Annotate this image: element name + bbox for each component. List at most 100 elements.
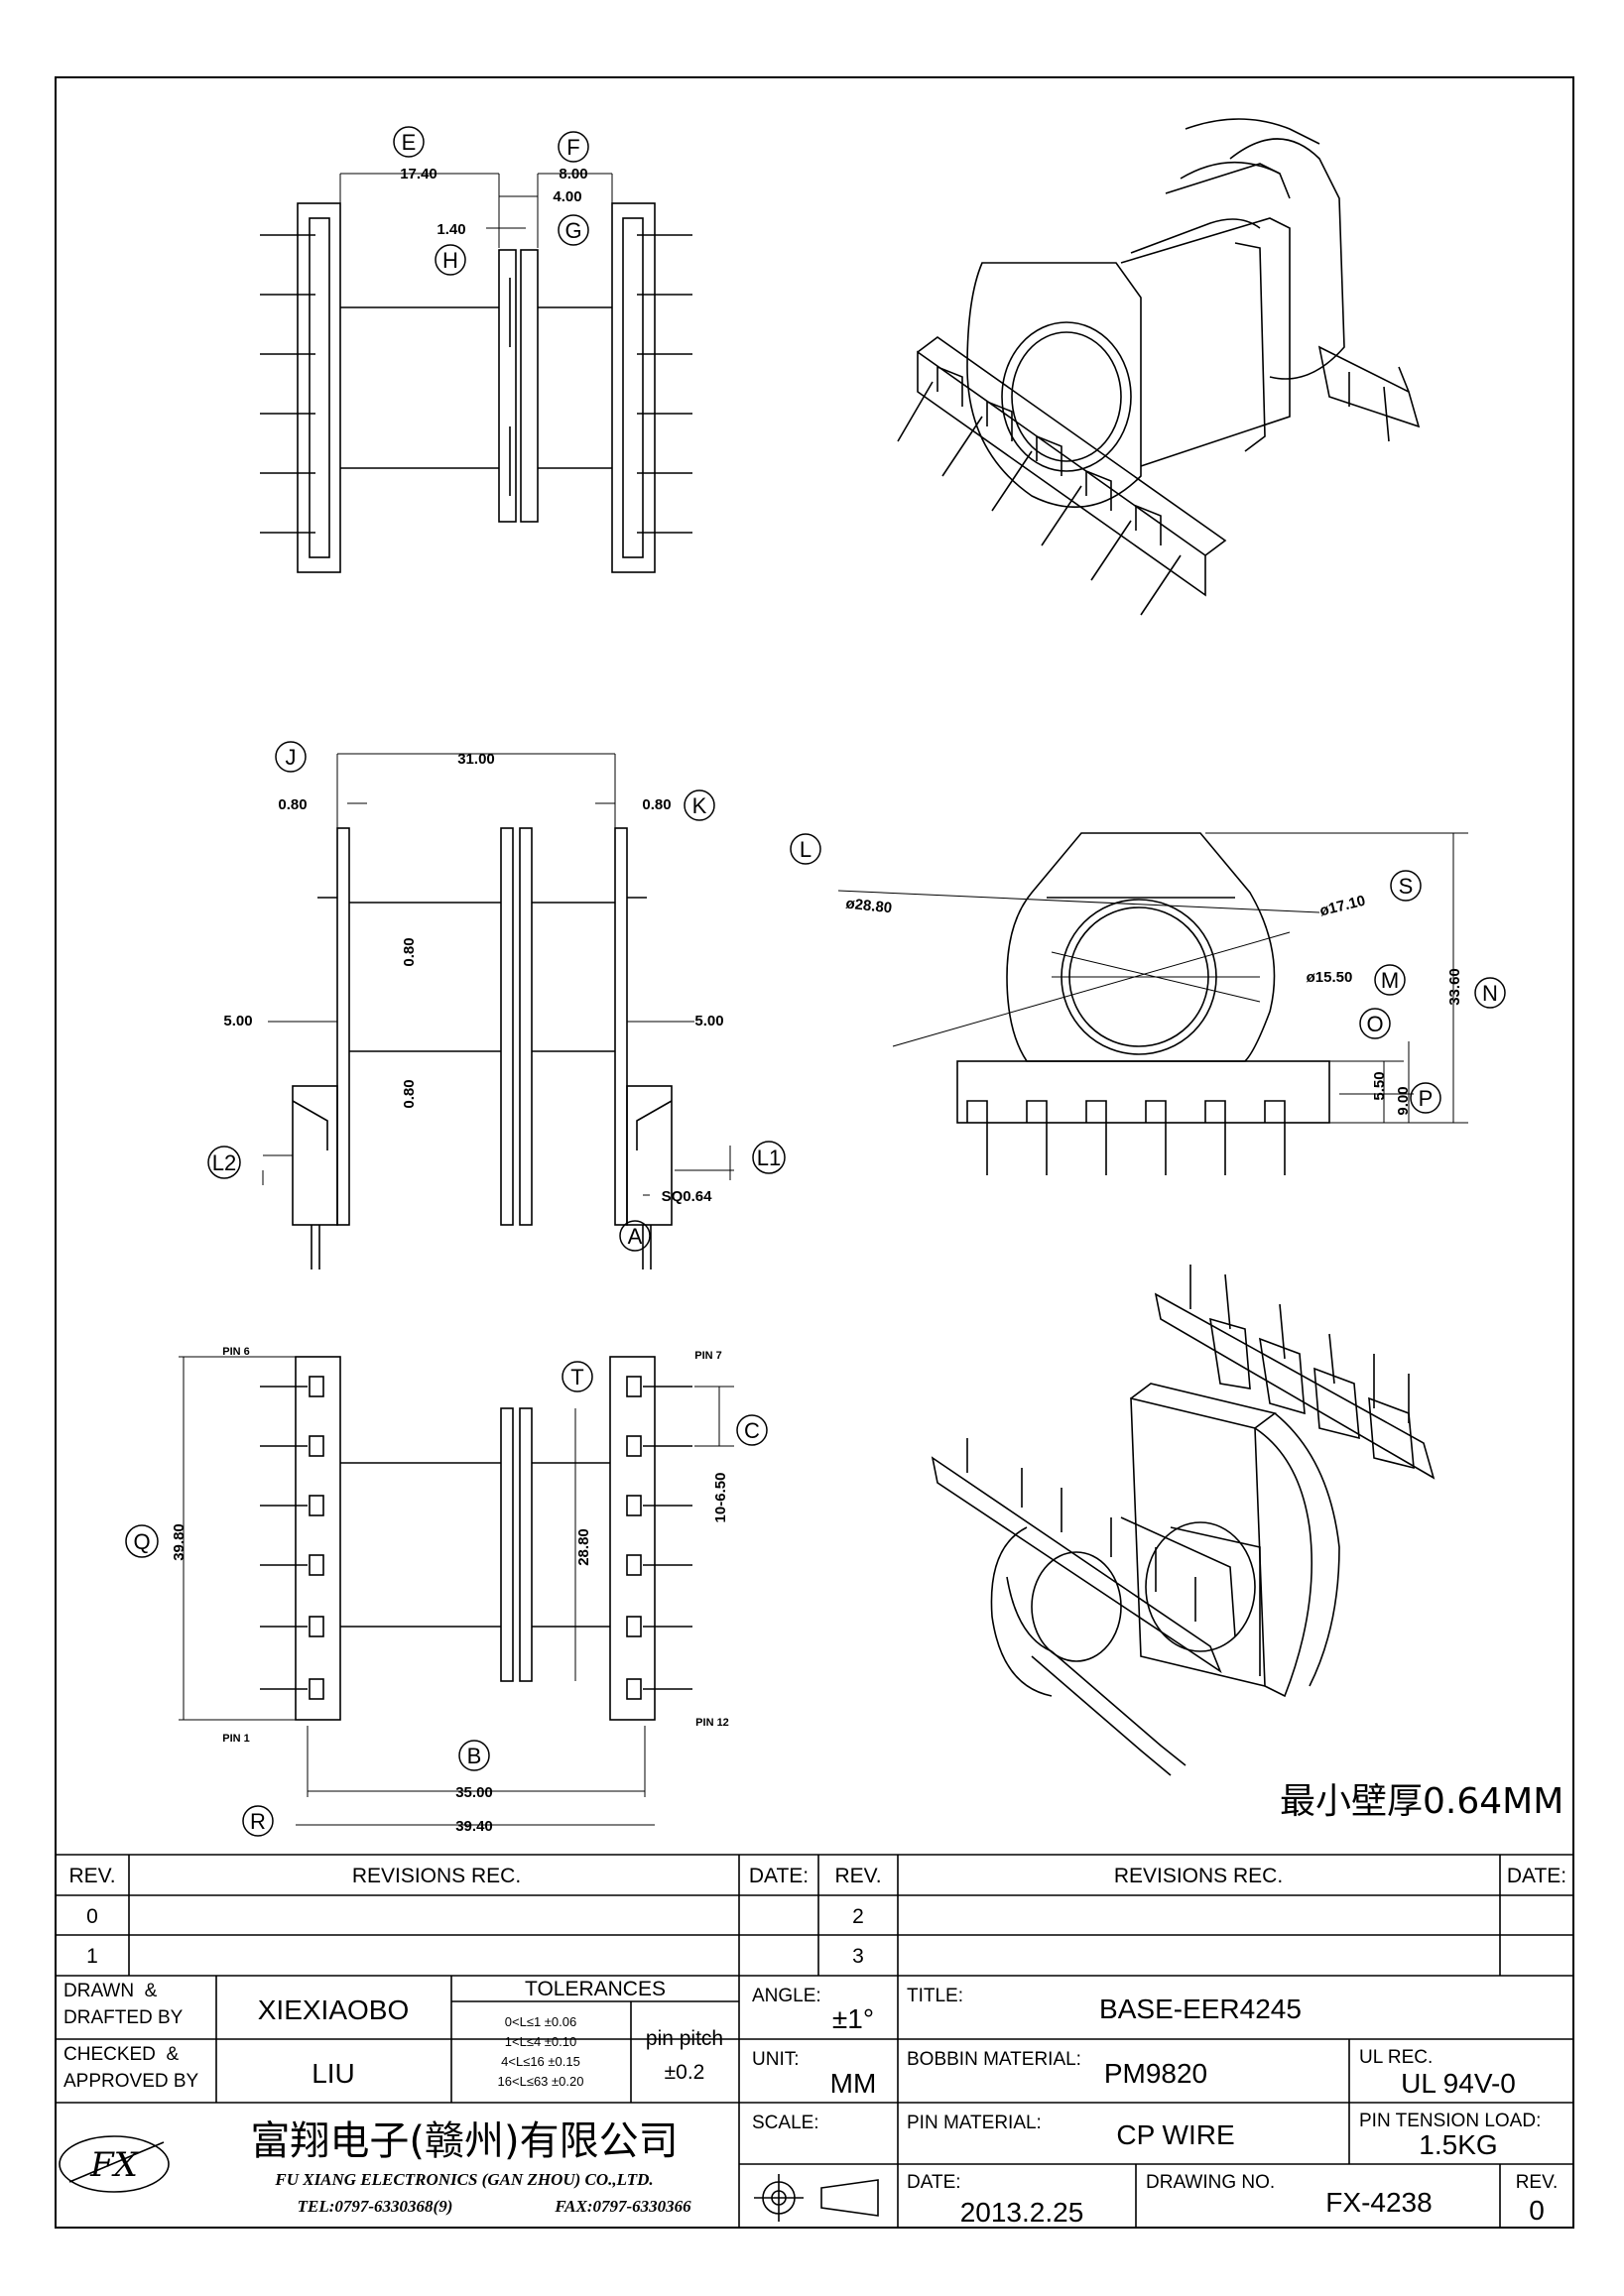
- callout-F: F: [558, 131, 589, 163]
- ul-rec-label: UL REC.: [1359, 2047, 1433, 2068]
- company-logo: FX: [89, 2145, 140, 2185]
- svg-text:N: N: [1482, 981, 1498, 1006]
- title-block: [56, 1854, 1573, 2228]
- callout-R: R: [242, 1805, 274, 1837]
- svg-text:L1: L1: [757, 1146, 781, 1170]
- dim-A: SQ0.64: [662, 1188, 713, 1205]
- side-view: [262, 753, 734, 1269]
- rev-header: REV.: [68, 1865, 115, 1887]
- min-wall-note: 最小壁厚0.64MM: [1280, 1781, 1563, 1822]
- tolerance-2: 1<L≤4 ±0.10: [505, 2034, 576, 2049]
- drawn-label: DRAWN & DRAFTED BY: [63, 1981, 184, 2028]
- svg-text:K: K: [692, 793, 707, 818]
- dim-J-left: 0.80: [278, 796, 307, 813]
- title-label: TITLE:: [907, 1986, 963, 2006]
- revisions-header-right: REVISIONS REC.: [1114, 1865, 1283, 1887]
- dim-inner-lower: 0.80: [401, 1079, 418, 1108]
- callout-H: H: [435, 244, 466, 276]
- pin-tension-value: 1.5KG: [1419, 2129, 1497, 2160]
- callout-C: C: [736, 1414, 768, 1446]
- dim-F: 8.00: [559, 166, 587, 182]
- pin1-label: PIN 1: [222, 1733, 250, 1745]
- dim-C: 10-6.50: [712, 1473, 729, 1523]
- tolerance-1: 0<L≤1 ±0.06: [505, 2014, 576, 2029]
- top-view: [260, 173, 692, 573]
- dim-B: 35.00: [455, 1784, 493, 1801]
- svg-text:Q: Q: [133, 1529, 150, 1554]
- callout-S: S: [1390, 870, 1422, 902]
- rev-row-1: 1: [86, 1945, 98, 1968]
- svg-text:R: R: [250, 1809, 266, 1834]
- callout-Q: Q: [125, 1524, 159, 1558]
- pin-material-label: PIN MATERIAL:: [907, 2113, 1042, 2133]
- callout-T: T: [562, 1361, 593, 1392]
- scale-label: SCALE:: [752, 2113, 819, 2133]
- dim-P: 9.00: [1395, 1086, 1412, 1115]
- rev-label: REV.: [1516, 2172, 1559, 2193]
- svg-text:S: S: [1399, 874, 1414, 899]
- drawing-no-value: FX-4238: [1325, 2187, 1432, 2218]
- dim-G: 4.00: [553, 188, 581, 205]
- dim-N: 33.60: [1446, 968, 1463, 1006]
- callout-L2: L2: [207, 1146, 241, 1179]
- company-name-cn: 富翔电子(赣州)有限公司: [250, 2118, 678, 2164]
- date-header-right: DATE:: [1507, 1865, 1566, 1887]
- date-header-left: DATE:: [749, 1865, 809, 1887]
- bottom-view: [179, 1356, 734, 1826]
- front-view: [837, 832, 1468, 1175]
- callout-A: A: [619, 1220, 651, 1252]
- dim-side-left: 5.00: [223, 1013, 252, 1029]
- callout-M: M: [1374, 964, 1406, 996]
- svg-text:L: L: [800, 837, 812, 862]
- svg-text:G: G: [564, 218, 581, 243]
- dim-K: 0.80: [642, 796, 671, 813]
- svg-text:F: F: [566, 135, 579, 160]
- dim-L: ø28.80: [845, 896, 893, 917]
- drawing-border: [55, 76, 1574, 2229]
- svg-text:C: C: [744, 1418, 760, 1443]
- svg-text:M: M: [1381, 968, 1399, 993]
- rev-row-2: 2: [852, 1905, 864, 1928]
- dim-M: ø15.50: [1307, 969, 1353, 986]
- isometric-view-bottom: [931, 1265, 1436, 1776]
- callout-K: K: [684, 789, 715, 821]
- pin-material-value: CP WIRE: [1116, 2119, 1234, 2150]
- company-tel: TEL:0797-6330368(9): [298, 2197, 453, 2216]
- svg-text:B: B: [467, 1744, 482, 1768]
- dim-O: 5.50: [1371, 1071, 1388, 1100]
- unit-label: UNIT:: [752, 2049, 800, 2070]
- tolerance-3: 4<L≤16 ±0.15: [501, 2054, 580, 2069]
- checked-label-box: CHECKED & APPROVED BY: [63, 2044, 199, 2092]
- dim-R: 39.40: [455, 1818, 493, 1835]
- pin12-label: PIN 12: [695, 1717, 729, 1729]
- bobbin-material-value: PM9820: [1104, 2058, 1207, 2089]
- revisions-header-left: REVISIONS REC.: [352, 1865, 521, 1887]
- pin6-label: PIN 6: [222, 1346, 250, 1358]
- unit-value: MM: [830, 2068, 877, 2099]
- callout-N: N: [1474, 977, 1506, 1009]
- svg-text:T: T: [570, 1365, 583, 1390]
- pin-pitch-value: ±0.2: [665, 2061, 705, 2084]
- angle-label: ANGLE:: [752, 1986, 821, 2006]
- svg-text:A: A: [628, 1224, 643, 1249]
- rev-header-right: REV.: [834, 1865, 881, 1887]
- callout-B: B: [458, 1740, 490, 1771]
- tolerances-header: TOLERANCES: [525, 1978, 666, 2000]
- company-name-en: FU XIANG ELECTRONICS (GAN ZHOU) CO.,LTD.: [274, 2170, 653, 2189]
- tolerance-4: 16<L≤63 ±0.20: [498, 2074, 584, 2089]
- callout-L1: L1: [752, 1141, 786, 1174]
- angle-value: ±1°: [832, 2003, 874, 2034]
- dim-E: 17.40: [400, 166, 437, 182]
- callout-P: P: [1410, 1082, 1441, 1114]
- svg-text:L2: L2: [212, 1150, 236, 1175]
- dim-side-right: 5.00: [694, 1013, 723, 1029]
- callout-L: L: [790, 833, 821, 865]
- checked-label: CHECKED & APPROVED BY: [63, 2044, 199, 2092]
- rev-value: 0: [1529, 2195, 1545, 2226]
- drawn-value: XIEXIAOBO: [258, 1994, 410, 2025]
- pin-tension-label: PIN TENSION LOAD:: [1359, 2111, 1541, 2131]
- dim-S: ø17.10: [1318, 893, 1367, 920]
- dim-Q: 39.80: [171, 1523, 187, 1561]
- rev-row-0: 0: [86, 1905, 98, 1928]
